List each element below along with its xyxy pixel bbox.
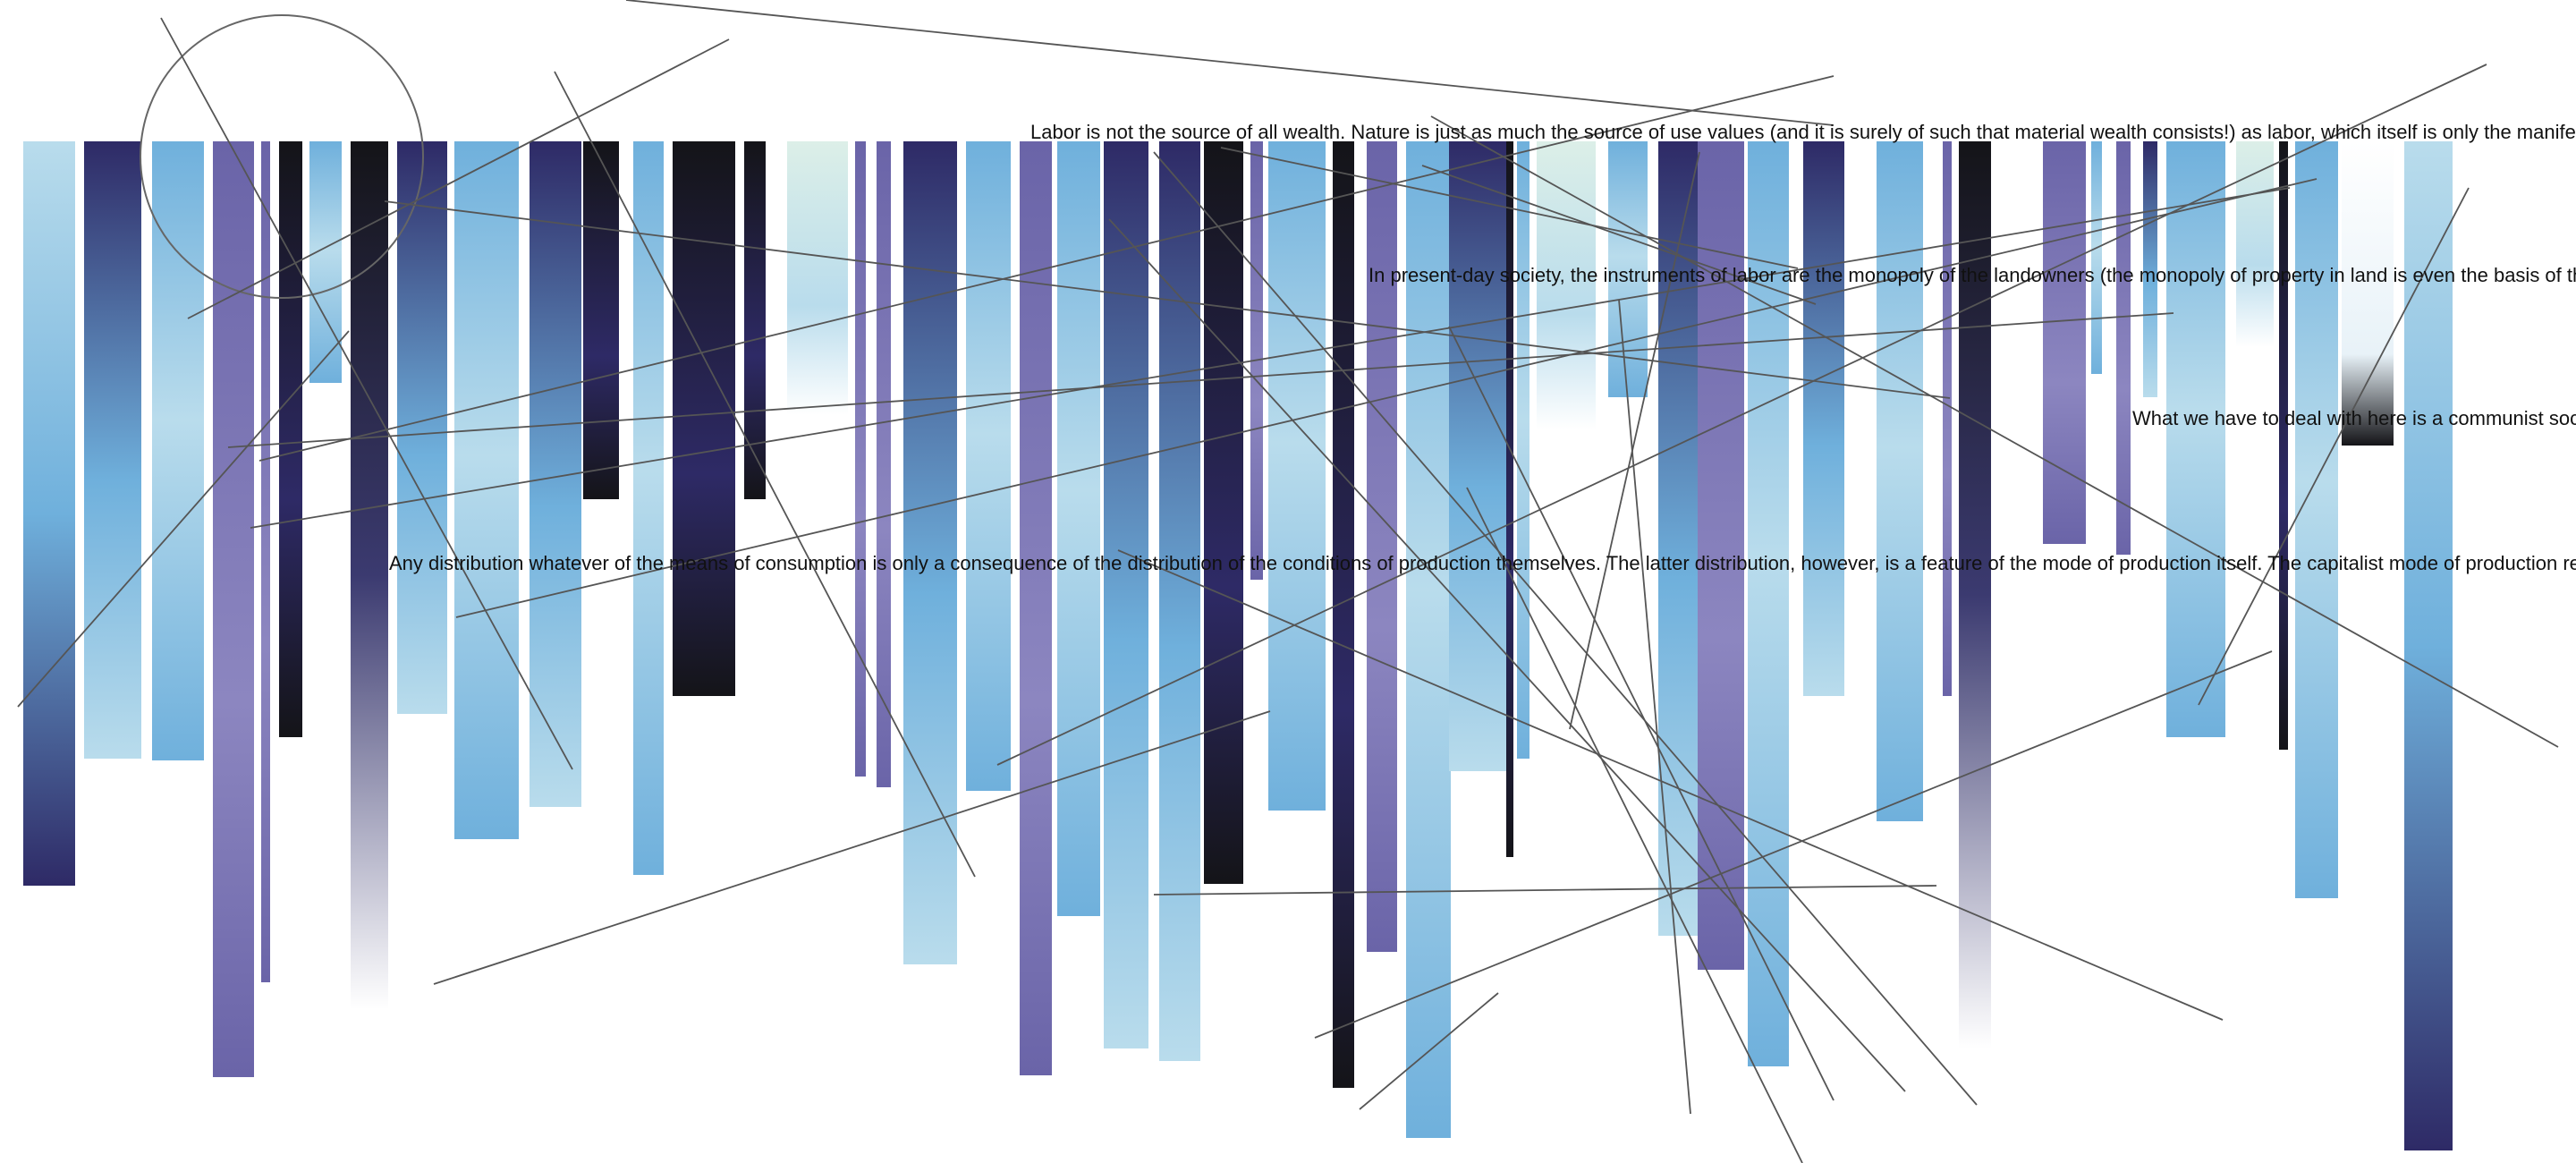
poster-strip	[2043, 141, 2086, 544]
overlay-line	[1314, 650, 2273, 1039]
poster-strip	[966, 141, 1011, 791]
overlay-line	[1430, 115, 2559, 748]
poster-strip	[1517, 141, 1530, 759]
overlay-line	[455, 178, 2318, 618]
poster-strip	[1057, 141, 1100, 916]
poster-strip	[1367, 141, 1397, 952]
overlay-line	[1153, 885, 1937, 896]
poster-strip	[2236, 141, 2274, 347]
circle-outline	[140, 14, 424, 299]
poster-strip	[633, 141, 664, 875]
poster-strip	[213, 141, 254, 1077]
poster-strip	[2143, 141, 2157, 397]
overlay-line	[1466, 487, 1803, 1163]
poster-strip	[583, 141, 619, 499]
quote-text-3: What we have to deal with here is a comm…	[2132, 407, 2576, 429]
overlay-line	[1359, 992, 1499, 1110]
poster-strip	[2091, 141, 2102, 374]
poster-strip	[1449, 141, 1508, 771]
overlay-line	[1421, 165, 1817, 305]
poster-strip	[877, 141, 891, 787]
line-group	[17, 0, 2559, 1163]
poster-strip	[1204, 141, 1243, 884]
poster-strip	[1020, 141, 1052, 1075]
poster-strip	[1268, 141, 1326, 811]
overlay-line	[258, 75, 1835, 462]
overlay-line	[160, 17, 573, 770]
poster-strip	[84, 141, 141, 759]
overlay-line	[17, 330, 350, 708]
poster-strip	[1608, 141, 1648, 397]
poster-strip	[744, 141, 766, 499]
poster-strip	[1506, 141, 1513, 857]
overlay-line	[250, 187, 2291, 529]
poster-strip	[1959, 141, 1991, 1048]
overlay-line	[625, 0, 1835, 126]
poster-strip	[351, 141, 388, 1009]
poster-strip	[1803, 141, 1844, 696]
poster-strip	[1406, 141, 1451, 1138]
overlay-line	[554, 71, 976, 878]
poster-strip	[1658, 141, 1698, 936]
poster-strip	[673, 141, 735, 696]
poster-strip	[855, 141, 866, 777]
poster-strip	[2166, 141, 2225, 737]
poster-strip	[23, 141, 75, 886]
overlay-line	[384, 200, 1951, 399]
overlay-line	[227, 312, 2174, 448]
poster-strip	[2342, 141, 2394, 446]
poster-strip	[261, 141, 270, 982]
quote-text-4: Any distribution whatever of the means o…	[389, 552, 2576, 574]
poster-strip	[1333, 141, 1354, 1088]
quote-text-1: Labor is not the source of all wealth. N…	[1030, 121, 2576, 143]
poster-strip	[397, 141, 447, 714]
poster-strip	[2295, 141, 2338, 898]
poster-strip	[309, 141, 342, 383]
poster-strip	[787, 141, 848, 415]
overlay-line	[1117, 549, 2224, 1021]
poster-strip	[2116, 141, 2131, 555]
overlay-line	[1618, 299, 1691, 1115]
poster-strip	[2279, 141, 2288, 750]
poster-strip	[2404, 141, 2453, 1150]
overlay-line	[1448, 326, 1835, 1101]
overlay-line	[1108, 218, 1906, 1092]
poster-strip	[1537, 141, 1596, 429]
quote-text-2: In present-day society, the instruments …	[1368, 264, 2576, 286]
overlay-line	[1153, 151, 1978, 1106]
poster-strip	[1748, 141, 1789, 1066]
overlay-line	[1220, 147, 1799, 269]
overlay-line	[1569, 151, 1700, 730]
overlay-line	[187, 38, 730, 319]
overlay-line	[996, 64, 2487, 766]
poster-strip	[1943, 141, 1952, 696]
poster-strip	[454, 141, 519, 839]
overlay-line	[433, 710, 1271, 985]
overlay-line	[2198, 187, 2470, 706]
poster-strip	[1159, 141, 1200, 1061]
poster-strip	[152, 141, 204, 760]
